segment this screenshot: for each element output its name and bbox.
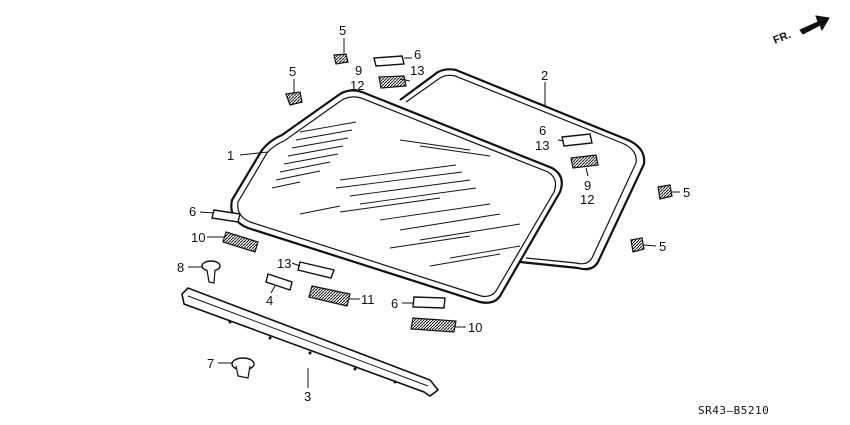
lower-molding (181, 287, 440, 397)
callout-5-right-lower: 5 (659, 239, 666, 254)
leader-lines (188, 38, 680, 388)
callout-6-top: 6 (414, 47, 421, 62)
stopper-right-upper (657, 184, 673, 200)
rubber-center (297, 261, 335, 279)
stopper-upper-left (285, 91, 303, 106)
rear-glass (399, 68, 646, 271)
callout-5-right-upper: 5 (683, 185, 690, 200)
callout-12-right: 12 (580, 192, 594, 207)
tape-right (570, 154, 599, 169)
callout-11: 11 (361, 292, 375, 307)
callout-8: 8 (177, 260, 184, 275)
tape-center (308, 285, 351, 307)
drawing-code: SR43–B5210 (698, 404, 769, 417)
callout-5-upper-mid: 5 (339, 23, 346, 38)
callout-labels: 1 2 3 4 5 5 5 5 6 13 9 12 6 13 9 12 6 10… (177, 23, 690, 404)
callout-13-right: 13 (535, 138, 549, 153)
rubber-bottom (412, 296, 446, 309)
callout-6-bottom: 6 (391, 296, 398, 311)
stopper-right-lower (630, 237, 645, 253)
tape-left (222, 231, 259, 253)
callout-6-left: 6 (189, 204, 196, 219)
clip-7 (231, 357, 255, 379)
rubber-left (211, 209, 241, 223)
front-arrow-icon (799, 15, 830, 35)
rubber-right (561, 133, 593, 147)
callout-7: 7 (207, 356, 214, 371)
callout-2: 2 (541, 68, 548, 83)
stopper-upper-mid (333, 53, 349, 65)
callout-4: 4 (266, 293, 273, 308)
tape-bottom (410, 317, 457, 333)
tape-top (378, 75, 407, 89)
front-direction-label: FR. (772, 29, 793, 47)
callout-12-top: 12 (350, 78, 364, 93)
callout-6-right: 6 (539, 123, 546, 138)
rubber-top (373, 55, 405, 67)
front-direction-indicator: FR. (772, 15, 830, 47)
callout-9-top: 9 (355, 63, 362, 78)
callout-1: 1 (227, 148, 234, 163)
callout-9-right: 9 (584, 178, 591, 193)
spacer-center (265, 273, 293, 291)
callout-10-bottom: 10 (468, 320, 482, 335)
callout-3: 3 (304, 389, 311, 404)
callout-10-left: 10 (191, 230, 205, 245)
callout-5-upper-left: 5 (289, 64, 296, 79)
callout-13-center: 13 (277, 256, 291, 271)
windshield-glass (230, 89, 563, 304)
clip-8 (201, 260, 221, 284)
callout-13-top: 13 (410, 63, 424, 78)
